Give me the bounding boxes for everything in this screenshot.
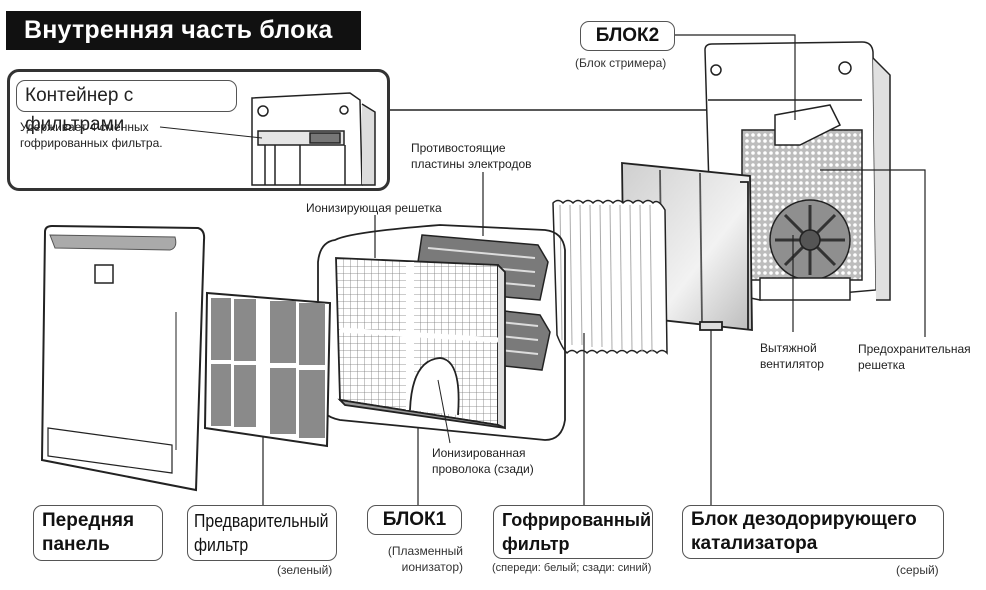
block1-enclosure	[317, 224, 566, 441]
block2-leader	[675, 34, 796, 120]
safety-grid-leader	[820, 169, 926, 337]
inset-leader	[159, 126, 263, 139]
ionizing-grid-drawing	[335, 257, 506, 430]
pre-filter-label-1: Предварительный	[194, 511, 329, 531]
ionized-wire-label-1: Ионизированная	[432, 446, 526, 460]
catalyst-label-2: катализатора	[691, 533, 818, 554]
pleated-filter-box: Гофрированный фильтр	[493, 505, 653, 559]
catalyst-box: Блок дезодорирующего катализатора	[682, 505, 944, 559]
pleated-filter-drawing	[552, 199, 668, 355]
filter-container-desc-2: гофрированных фильтра.	[20, 136, 163, 150]
catalyst-note: (серый)	[896, 563, 939, 577]
front-panel-drawing	[40, 224, 206, 492]
safety-grid-label-2: решетка	[858, 358, 905, 372]
ionizing-grid-label: Ионизирующая решетка	[306, 201, 442, 215]
exhaust-fan-label-1: Вытяжной	[760, 341, 817, 355]
ionized-wire-leader	[437, 379, 451, 444]
front-panel-label-2: панель	[42, 534, 110, 555]
filter-container-label: Контейнер с фильтрами	[16, 80, 237, 135]
pre-filter-drawing	[203, 291, 332, 448]
pleated-filter-label-1: Гофрированный	[502, 510, 652, 530]
safety-grid-label-1: Предохранительная	[858, 342, 971, 356]
block1-note-2: ионизатор)	[401, 560, 463, 574]
pleated-filter-note: (спереди: белый; сзади: синий)	[492, 562, 652, 574]
pleated-filter-label-2: фильтр	[502, 534, 570, 554]
block2-label: БЛОК2	[580, 21, 675, 51]
electrode-plates-label-1: Противостоящие	[411, 141, 506, 155]
exhaust-fan-label-2: вентилятор	[760, 357, 824, 371]
pre-filter-box: Предварительный фильтр	[187, 505, 337, 561]
pre-filter-note: (зеленый)	[277, 563, 333, 577]
electrode-plates-label-2: пластины электродов	[411, 157, 532, 171]
inset-unit-drawing	[251, 92, 376, 186]
catalyst-label-1: Блок дезодорирующего	[691, 509, 917, 530]
block1-note-1: (Плазменный	[387, 544, 463, 558]
block2-sublabel: (Блок стримера)	[575, 56, 667, 70]
pre-filter-label-2: фильтр	[194, 535, 249, 555]
front-panel-label-1: Передняя	[42, 510, 135, 531]
block1-label: БЛОК1	[367, 505, 462, 535]
front-panel-box: Передняя панель	[33, 505, 163, 561]
ionized-wire-label-2: проволока (сзади)	[432, 462, 534, 476]
filter-container-desc-1: Удерживает 4 сменных	[20, 120, 149, 134]
page-title: Внутренняя часть блока	[6, 11, 361, 50]
